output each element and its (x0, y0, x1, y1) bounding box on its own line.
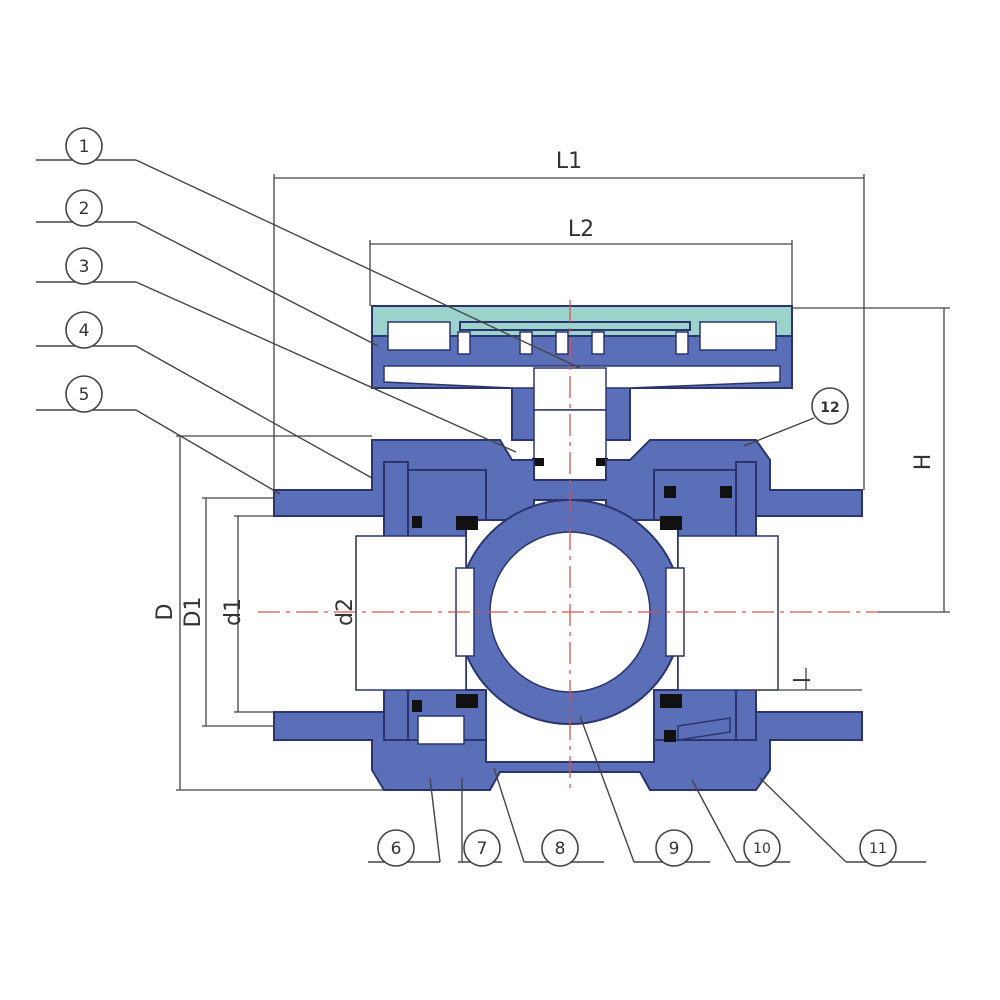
callout-5-label: 5 (79, 385, 90, 405)
callout-10 (743, 829, 781, 867)
callouts: 1 2 3 4 5 12 6 7 (36, 127, 926, 867)
dim-L1: L1 (556, 149, 582, 174)
dim-D: D (153, 604, 178, 621)
body-bottom-wall (273, 711, 863, 791)
handle-slot-1 (457, 331, 471, 355)
handle-window-right (699, 321, 777, 351)
stem-seal-right (596, 458, 608, 466)
seat-top-left (456, 516, 478, 530)
callout-8-label: 8 (555, 839, 566, 859)
bore-left (355, 535, 467, 691)
thread-detail (677, 717, 731, 741)
oring-top-left (412, 516, 422, 528)
bottom-cavity (417, 715, 465, 745)
callout-12-label: 12 (820, 400, 839, 416)
callout-6 (377, 829, 415, 867)
seat-bottom-left (456, 694, 478, 708)
callout-8 (541, 829, 579, 867)
handle-slot-4 (591, 331, 605, 355)
callout-1-label: 1 (79, 137, 90, 157)
centerlines (258, 300, 878, 790)
callout-5 (65, 375, 103, 413)
seals (412, 486, 732, 742)
bore-right (677, 535, 779, 691)
seat-bottom-right (660, 694, 682, 708)
oring-top-right (664, 486, 676, 498)
callout-2-label: 2 (79, 199, 90, 219)
callout-11 (859, 829, 897, 867)
callout-3 (65, 247, 103, 285)
dim-l: l (791, 677, 816, 683)
callout-7 (463, 829, 501, 867)
dim-L2: L2 (568, 217, 594, 242)
dim-D1: D1 (181, 597, 206, 628)
callout-7-label: 7 (477, 839, 488, 859)
seat-top-right (660, 516, 682, 530)
callout-3-label: 3 (79, 257, 90, 277)
callout-4-label: 4 (79, 321, 90, 341)
oring-top-right-outer (720, 486, 732, 498)
callout-9 (655, 829, 693, 867)
dim-H: H (911, 454, 936, 471)
handle-rib (459, 321, 691, 331)
handle-slot-3 (555, 331, 569, 355)
callout-12 (811, 387, 849, 425)
callout-2 (65, 189, 103, 227)
callout-4 (65, 311, 103, 349)
callout-11-label: 11 (869, 841, 887, 857)
handle-slot-5 (675, 331, 689, 355)
oring-bottom-right (664, 730, 676, 742)
dimension-lines (176, 174, 950, 791)
callout-6-label: 6 (391, 839, 402, 859)
dim-d2: d2 (333, 598, 358, 626)
valve-body (273, 439, 863, 791)
dim-d1: d1 (221, 598, 246, 626)
handle-window-left (387, 321, 451, 351)
callout-10-label: 10 (753, 841, 771, 857)
oring-bottom-left (412, 700, 422, 712)
stem-head (533, 367, 607, 411)
callout-9-label: 9 (669, 839, 680, 859)
callout-1 (65, 127, 103, 165)
stem-seal-left (532, 458, 544, 466)
